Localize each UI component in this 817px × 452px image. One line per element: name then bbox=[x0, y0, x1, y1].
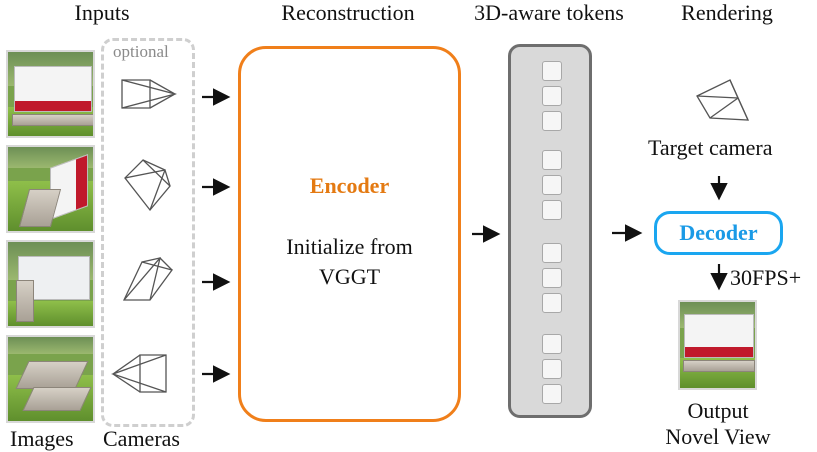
output-label-line1: Output bbox=[687, 398, 749, 423]
token bbox=[542, 175, 562, 195]
target-camera-icon bbox=[696, 79, 750, 121]
token bbox=[542, 243, 562, 263]
target-camera-label: Target camera bbox=[648, 135, 773, 160]
decoder-box: Decoder bbox=[654, 211, 783, 255]
token bbox=[542, 384, 562, 404]
images-label: Images bbox=[10, 426, 74, 451]
header-rendering: Rendering bbox=[681, 0, 773, 25]
encoder-subtitle: Initialize from VGGT bbox=[238, 232, 461, 292]
encoder-box bbox=[238, 46, 461, 422]
header-inputs: Inputs bbox=[74, 0, 130, 25]
output-label: Output Novel View bbox=[654, 398, 782, 450]
fps-label: 30FPS+ bbox=[730, 265, 802, 290]
encoder-subtitle-line2: VGGT bbox=[318, 264, 381, 289]
token bbox=[542, 268, 562, 288]
token bbox=[542, 200, 562, 220]
token bbox=[542, 111, 562, 131]
output-novel-view-image bbox=[678, 300, 757, 390]
output-label-line2: Novel View bbox=[665, 424, 771, 449]
optional-cameras-box bbox=[101, 38, 195, 427]
token bbox=[542, 334, 562, 354]
camera-frustum-icon bbox=[111, 354, 167, 393]
input-image-2 bbox=[6, 145, 95, 233]
token bbox=[542, 150, 562, 170]
header-3d-aware-tokens: 3D-aware tokens bbox=[474, 0, 624, 25]
encoder-subtitle-line1: Initialize from bbox=[286, 234, 413, 259]
token bbox=[542, 86, 562, 106]
input-image-3 bbox=[6, 240, 95, 328]
optional-label: optional bbox=[113, 42, 169, 61]
camera-frustum-icon bbox=[122, 257, 174, 301]
token-column bbox=[508, 44, 592, 418]
input-image-4 bbox=[6, 335, 95, 423]
camera-frustum-icon bbox=[124, 159, 171, 212]
camera-frustum-icon bbox=[121, 79, 177, 109]
token bbox=[542, 293, 562, 313]
token bbox=[542, 359, 562, 379]
header-reconstruction: Reconstruction bbox=[281, 0, 415, 25]
encoder-title: Encoder bbox=[309, 173, 390, 198]
token bbox=[542, 61, 562, 81]
input-image-1 bbox=[6, 50, 95, 138]
cameras-label: Cameras bbox=[103, 426, 180, 451]
